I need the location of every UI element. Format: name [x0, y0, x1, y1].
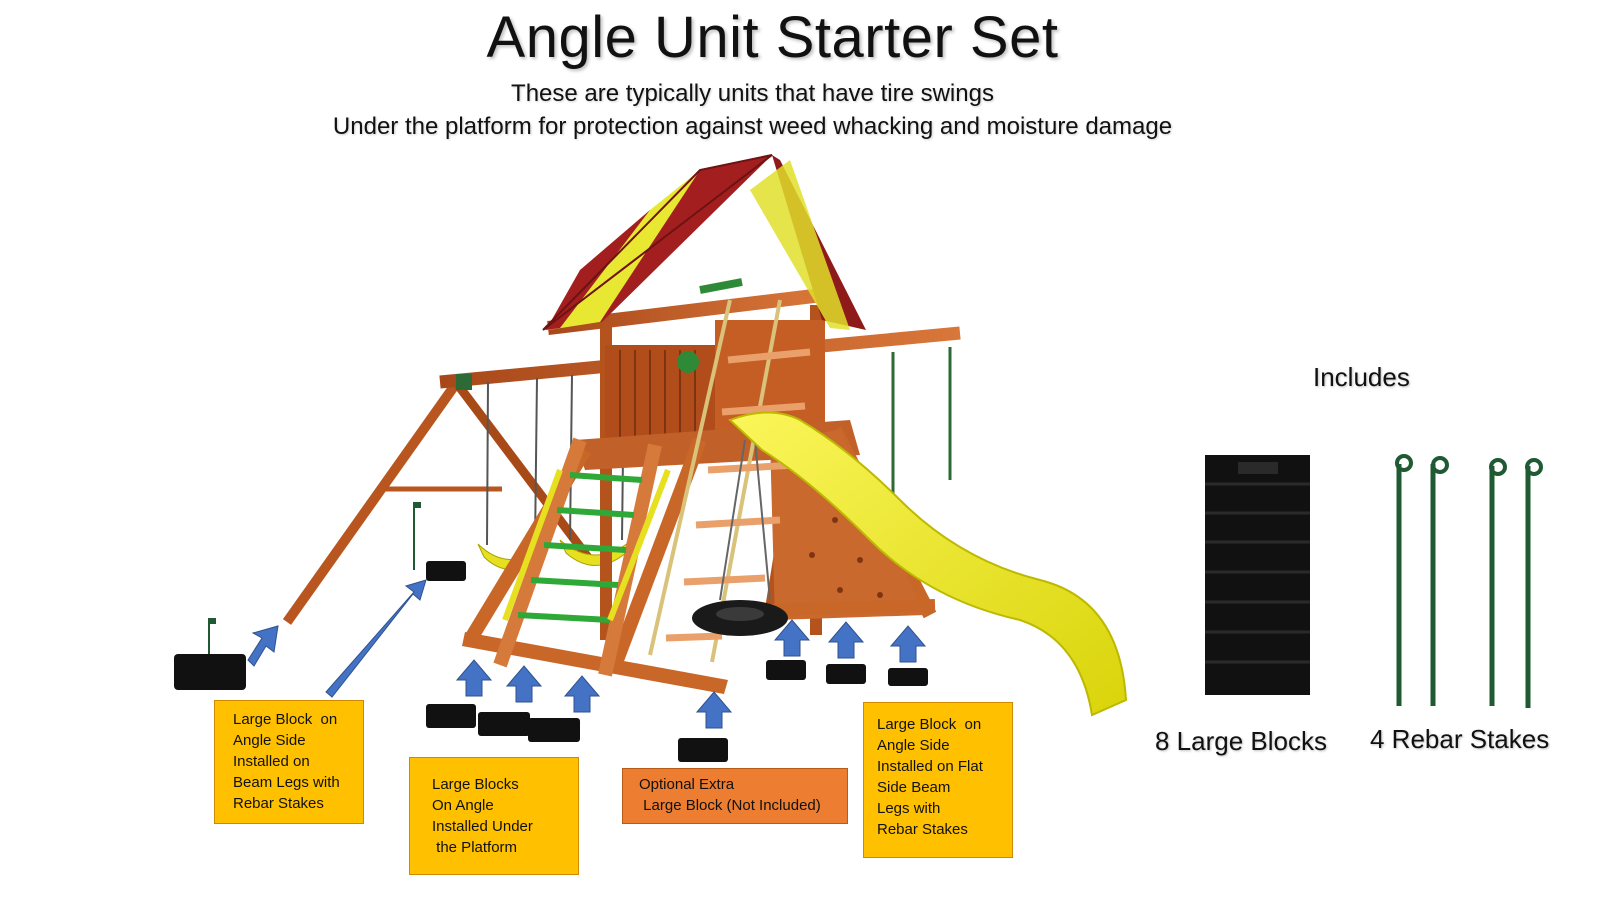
label-beam-legs: Large Block on Angle Side Installed on B… [214, 700, 364, 824]
block-under-platform-2 [478, 712, 530, 736]
arrows [247, 579, 927, 729]
arrow-1 [247, 625, 279, 667]
block-flat-side-1 [766, 660, 806, 680]
page-title: Angle Unit Starter Set [486, 5, 1059, 70]
arrow-5 [563, 675, 601, 713]
telescope [699, 278, 743, 294]
access-ladder [493, 437, 671, 677]
stake-center [413, 502, 421, 570]
block-beam-leg-center [426, 561, 466, 581]
label-flat-side: Large Block on Angle Side Installed on F… [863, 702, 1013, 858]
block-flat-side-2 [826, 664, 866, 684]
arrow-6 [695, 691, 733, 729]
arrow-4 [505, 665, 543, 703]
wave-slide [728, 411, 1128, 717]
block-beam-leg-left [174, 654, 246, 690]
arrow-7 [773, 619, 811, 657]
ground-blocks [174, 561, 928, 762]
block-under-platform-3 [528, 718, 580, 742]
ladder-base-beam [462, 632, 728, 694]
a-frame-leg-left [282, 382, 460, 625]
tire-swing [692, 439, 788, 636]
label-under-platform: Large Blocks On Angle Installed Under th… [409, 757, 579, 875]
rope-ladder [648, 299, 811, 663]
includes-heading: Includes [1313, 362, 1410, 392]
a-frame-leg-right [454, 382, 594, 563]
block-optional-extra [678, 738, 728, 762]
arrow-8 [827, 621, 865, 659]
beam-bracket-left [456, 374, 472, 390]
large-blocks-stack-image [1205, 455, 1310, 695]
blocks-caption: 8 Large Blocks [1155, 726, 1327, 756]
block-flat-side-3 [888, 668, 928, 686]
subtitle-line-2: Under the platform for protection agains… [332, 113, 1173, 140]
label-optional-extra: Optional Extra Large Block (Not Included… [622, 768, 848, 824]
ladder-handrail-left [502, 468, 563, 622]
stakes-caption: 4 Rebar Stakes [1370, 724, 1550, 754]
arrow-9 [889, 625, 927, 663]
subtitle-line-1: These are typically units that have tire… [511, 80, 994, 107]
arrow-3 [455, 659, 493, 697]
steering-wheel [677, 351, 699, 373]
arrow-2 [325, 579, 427, 698]
ladder-handrail-right [607, 468, 671, 622]
block-under-platform-1 [426, 704, 476, 728]
tarp-roof [542, 154, 866, 331]
rebar-stakes-image [1395, 454, 1543, 708]
